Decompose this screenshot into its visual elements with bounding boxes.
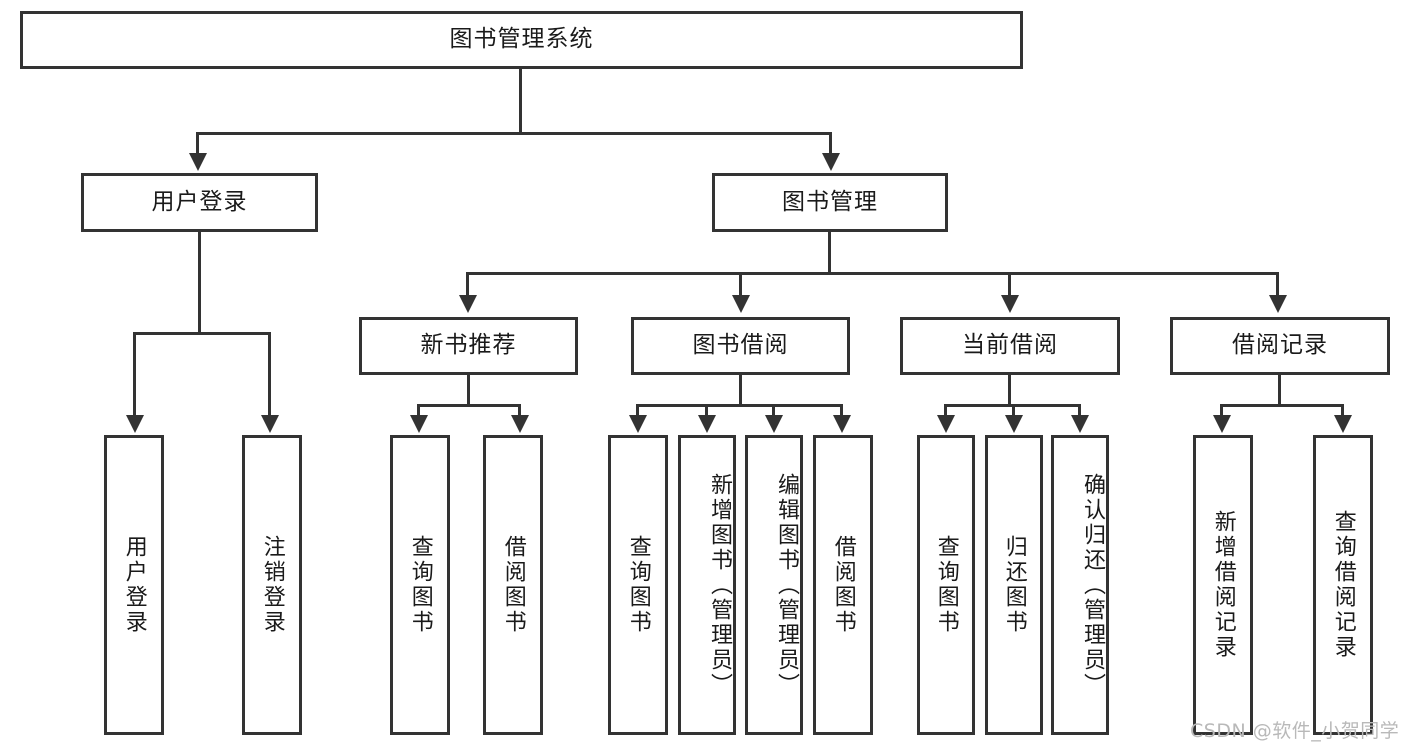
edge-book-management-stem [828, 232, 831, 275]
edge-user-login-to-leaf-2 [268, 332, 271, 418]
arrowhead-book-management-child-3 [1001, 295, 1019, 313]
arrowhead-nbr-leaf-2 [511, 415, 529, 433]
edge-new-book-recommend-stem [467, 375, 470, 407]
edge-bb-to-leaf-2 [705, 404, 708, 418]
arrowhead-bb-leaf-1 [629, 415, 647, 433]
edge-nbr-to-leaf-1 [417, 404, 420, 418]
edge-user-login-distribution-bar [133, 332, 271, 335]
node-label: 注销登录 [259, 535, 285, 635]
node-user-login[interactable]: 用户登录 [81, 173, 318, 232]
edge-user-login-stem [198, 232, 201, 335]
edge-book-management-to-child-4 [1276, 272, 1279, 298]
node-label: 确认归还（管理员） [1080, 472, 1105, 698]
arrowhead-user-login-leaf-2 [261, 415, 279, 433]
watermark-text: CSDN @软件_小贺同学 [1190, 720, 1400, 742]
node-label: 当前借阅 [962, 332, 1058, 359]
edge-book-management-to-child-1 [466, 272, 469, 298]
edge-borrow-record-distribution-bar [1220, 404, 1344, 407]
edge-bb-to-leaf-4 [840, 404, 843, 418]
edge-root-to-book-management [829, 132, 832, 156]
leaf-book-borrow-edit-book-admin[interactable]: 编辑图书（管理员） [745, 435, 803, 735]
arrowhead-br-leaf-2 [1334, 415, 1352, 433]
edge-bb-to-leaf-1 [636, 404, 639, 418]
arrowhead-book-management-child-2 [732, 295, 750, 313]
edge-book-management-to-child-2 [739, 272, 742, 298]
node-label: 用户登录 [151, 188, 248, 215]
leaf-new-book-query-book[interactable]: 查询图书 [390, 435, 450, 735]
leaf-new-book-borrow-book[interactable]: 借阅图书 [483, 435, 543, 735]
edge-cb-to-leaf-3 [1078, 404, 1081, 418]
node-label: 查询借阅记录 [1330, 510, 1356, 660]
edge-bb-to-leaf-3 [772, 404, 775, 418]
leaf-borrow-record-query-record[interactable]: 查询借阅记录 [1313, 435, 1373, 735]
leaf-user-login-logout[interactable]: 注销登录 [242, 435, 302, 735]
node-label: 编辑图书（管理员） [774, 472, 799, 698]
node-label: 查询图书 [407, 535, 433, 635]
node-borrow-record[interactable]: 借阅记录 [1170, 317, 1390, 375]
leaf-user-login-login[interactable]: 用户登录 [104, 435, 164, 735]
arrowhead-bb-leaf-3 [765, 415, 783, 433]
node-label: 新增借阅记录 [1210, 510, 1236, 660]
node-current-borrow[interactable]: 当前借阅 [900, 317, 1120, 375]
edge-new-book-recommend-distribution-bar [417, 404, 521, 407]
leaf-current-borrow-query-book[interactable]: 查询图书 [917, 435, 975, 735]
arrowhead-nbr-leaf-1 [410, 415, 428, 433]
edge-br-to-leaf-2 [1341, 404, 1344, 418]
leaf-book-borrow-add-book-admin[interactable]: 新增图书（管理员） [678, 435, 736, 735]
arrowhead-to-book-management [822, 153, 840, 171]
edge-cb-to-leaf-2 [1012, 404, 1015, 418]
arrowhead-cb-leaf-2 [1005, 415, 1023, 433]
edge-borrow-record-stem [1278, 375, 1281, 407]
arrowhead-to-user-login [189, 153, 207, 171]
edge-br-to-leaf-1 [1220, 404, 1223, 418]
edge-current-borrow-stem [1008, 375, 1011, 407]
leaf-book-borrow-query-book[interactable]: 查询图书 [608, 435, 668, 735]
arrowhead-br-leaf-1 [1213, 415, 1231, 433]
leaf-book-borrow-borrow-book[interactable]: 借阅图书 [813, 435, 873, 735]
leaf-current-borrow-return-book[interactable]: 归还图书 [985, 435, 1043, 735]
node-new-book-recommend[interactable]: 新书推荐 [359, 317, 578, 375]
node-label: 借阅记录 [1232, 332, 1328, 359]
node-label: 图书管理 [782, 188, 878, 215]
node-label: 图书借阅 [692, 332, 789, 359]
arrowhead-bb-leaf-4 [833, 415, 851, 433]
edge-root-to-user-login [196, 132, 199, 156]
node-label: 新增图书（管理员） [707, 472, 732, 698]
node-book-management[interactable]: 图书管理 [712, 173, 948, 232]
edge-root-distribution-bar [196, 132, 832, 135]
node-label: 归还图书 [1001, 535, 1027, 635]
edge-root-stem [519, 69, 522, 135]
arrowhead-book-management-child-4 [1269, 295, 1287, 313]
edge-book-borrow-distribution-bar [636, 404, 843, 407]
node-label: 用户登录 [121, 535, 147, 635]
arrowhead-user-login-leaf-1 [126, 415, 144, 433]
arrowhead-cb-leaf-3 [1071, 415, 1089, 433]
arrowhead-cb-leaf-1 [937, 415, 955, 433]
leaf-borrow-record-add-record[interactable]: 新增借阅记录 [1193, 435, 1253, 735]
node-label: 借阅图书 [830, 535, 856, 635]
node-label: 图书管理系统 [449, 26, 594, 53]
edge-book-management-to-child-3 [1008, 272, 1011, 298]
edge-nbr-to-leaf-2 [518, 404, 521, 418]
node-book-borrow[interactable]: 图书借阅 [631, 317, 850, 375]
edge-cb-to-leaf-1 [944, 404, 947, 418]
edge-book-management-distribution-bar [466, 272, 1278, 275]
leaf-current-borrow-confirm-return-admin[interactable]: 确认归还（管理员） [1051, 435, 1109, 735]
node-label: 新书推荐 [420, 332, 517, 359]
node-label: 查询图书 [933, 535, 959, 635]
node-label: 借阅图书 [500, 535, 526, 635]
node-label: 查询图书 [625, 535, 651, 635]
edge-book-borrow-stem [739, 375, 742, 407]
edge-user-login-to-leaf-1 [133, 332, 136, 418]
arrowhead-bb-leaf-2 [698, 415, 716, 433]
arrowhead-book-management-child-1 [459, 295, 477, 313]
node-root-book-management-system[interactable]: 图书管理系统 [20, 11, 1023, 69]
